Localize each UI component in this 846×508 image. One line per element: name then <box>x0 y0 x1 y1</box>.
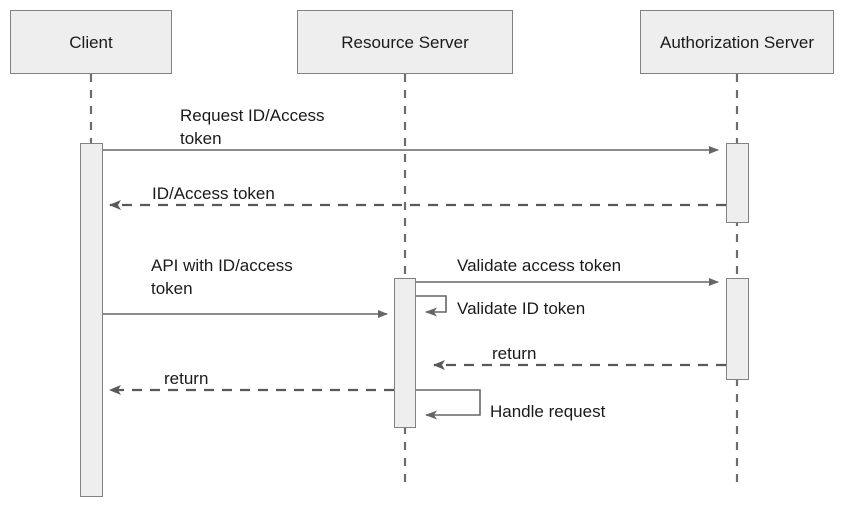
message-label-validate-access-token: Validate access token <box>457 256 622 275</box>
message-label-request-id-access-token: Request ID/Access token <box>180 106 325 148</box>
message-label-id-access-token: ID/Access token <box>152 184 275 203</box>
message-arrow-validate-id-token <box>416 295 447 317</box>
message-label-validate-id-token: Validate ID token <box>457 299 586 318</box>
activation-bar-authorization-server-1 <box>726 143 749 223</box>
message-label-return-auth-to-resource: return <box>492 344 537 363</box>
activation-bar-authorization-server-2 <box>726 278 749 380</box>
activation-bar-resource-server <box>394 278 416 428</box>
message-label-api-with-id-access-token: API with ID/access token <box>151 256 293 298</box>
message-label-return-resource-to-client: return <box>164 369 209 388</box>
participant-box-client[interactable]: Client <box>10 10 172 74</box>
message-arrow-handle-request <box>416 389 481 420</box>
participant-box-resource-server[interactable]: Resource Server <box>297 10 513 74</box>
participant-box-authorization-server[interactable]: Authorization Server <box>640 10 834 74</box>
activation-bar-client <box>80 143 103 497</box>
message-label-handle-request: Handle request <box>490 402 606 421</box>
